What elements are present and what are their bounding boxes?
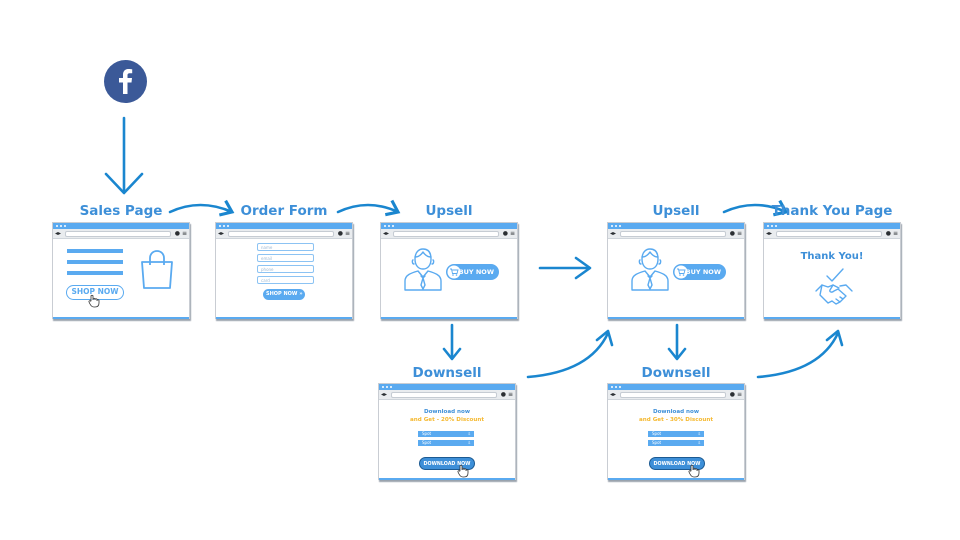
sales-page-window: ◂▸●≡ SHOP NOW — [52, 222, 190, 319]
double-chevron-icon: » — [299, 291, 303, 297]
download-row-label: Spot — [422, 440, 432, 445]
thank-you-heading: Thank You! — [800, 251, 864, 262]
download-now-text: Download now — [423, 409, 471, 415]
downsell-2-title: Downsell — [641, 365, 711, 381]
order-shop-now-button[interactable]: SHOP NOW» — [263, 289, 305, 300]
order-form-title: Order Form — [240, 203, 328, 219]
arrow-sales-to-order — [168, 199, 235, 217]
upsell-1-window: ◂▸●≡ BUY NOW — [380, 222, 518, 319]
name-field[interactable]: name — [257, 243, 314, 251]
download-arrow-icon: ⇩ — [697, 431, 701, 436]
sales-page-title: Sales Page — [79, 203, 163, 219]
order-shop-now-label: SHOP NOW — [266, 291, 298, 297]
hand-cursor-icon — [688, 464, 700, 478]
download-row: Spot ⇩ — [418, 440, 474, 446]
businessman-icon — [631, 248, 669, 291]
arrow-downsell2-to-thankyou — [756, 331, 840, 379]
download-row-label: Spot — [652, 431, 662, 436]
download-row: Spot ⇩ — [648, 431, 704, 437]
shopping-bag-icon — [141, 250, 173, 289]
upsell-1-title: Upsell — [425, 203, 473, 219]
download-arrow-icon: ⇩ — [467, 440, 471, 445]
upsell-2-title: Upsell — [652, 203, 700, 219]
buy-now-label-2: BUY NOW — [685, 268, 721, 276]
download-row: Spot ⇩ — [418, 431, 474, 437]
handshake-check-icon — [815, 268, 853, 305]
arrow-downsell-to-upsell — [526, 331, 610, 379]
buy-now-button[interactable]: BUY NOW — [446, 264, 499, 280]
cart-icon — [674, 265, 688, 279]
buy-now-button-2[interactable]: BUY NOW — [673, 264, 726, 280]
email-field[interactable]: email — [257, 254, 314, 262]
phone-field[interactable]: phone — [257, 265, 314, 273]
arrow-order-to-upsell — [336, 199, 401, 217]
thank-you-window: ◂▸●≡ Thank You! — [763, 222, 901, 319]
download-now-text: Download now — [652, 409, 700, 415]
discount-text: and Get - 30% Discount — [638, 417, 713, 423]
download-row-label: Spot — [422, 431, 432, 436]
businessman-icon — [404, 248, 442, 291]
order-form-window: ◂▸●≡ name email phone card SHOP NOW» — [215, 222, 353, 319]
discount-text: and Get - 20% Discount — [409, 417, 484, 423]
facebook-icon — [104, 60, 147, 103]
arrow-upsell-to-thankyou — [722, 199, 789, 217]
downsell-1-title: Downsell — [412, 365, 482, 381]
downsell-2-window: ◂▸●≡ Download now and Get - 30% Discount… — [607, 383, 745, 480]
cart-icon — [447, 265, 461, 279]
hand-cursor-icon — [88, 294, 100, 308]
card-field[interactable]: card — [257, 276, 314, 284]
buy-now-label: BUY NOW — [458, 268, 494, 276]
thank-you-page-title: Thank You Page — [771, 203, 893, 219]
download-arrow-icon: ⇩ — [697, 440, 701, 445]
download-row: Spot ⇩ — [648, 440, 704, 446]
hand-cursor-icon — [457, 464, 469, 478]
download-arrow-icon: ⇩ — [467, 431, 471, 436]
upsell-2-window: ◂▸●≡ BUY NOW — [607, 222, 745, 319]
downsell-1-window: ◂▸●≡ Download now and Get - 20% Discount… — [378, 383, 516, 480]
download-row-label: Spot — [652, 440, 662, 445]
